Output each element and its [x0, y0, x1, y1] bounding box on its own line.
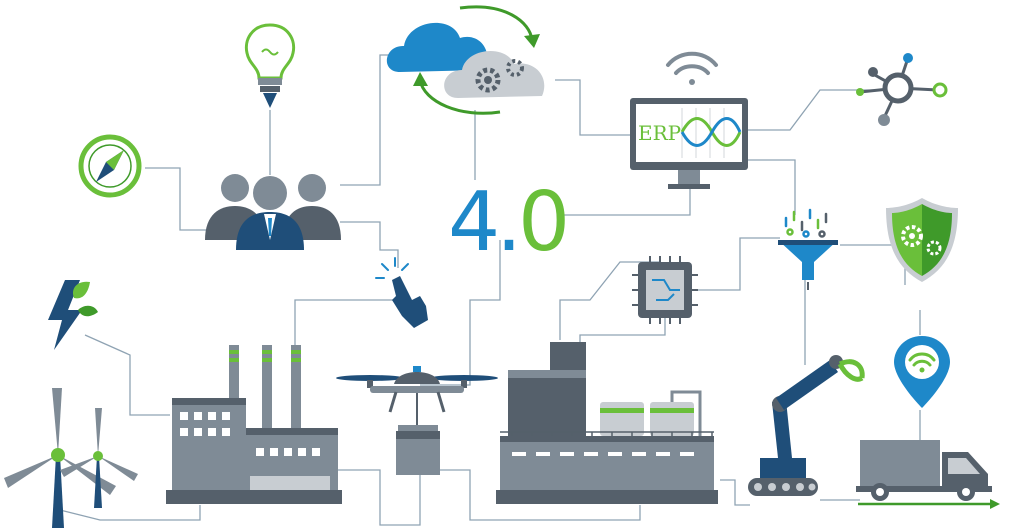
wifi-icon	[666, 51, 718, 85]
erp-label: ERP	[638, 121, 681, 145]
headline-major: 4	[448, 175, 500, 270]
industrial-plant-icon	[496, 342, 718, 504]
location-pin-icon	[894, 336, 950, 408]
connector-lines	[59, 54, 921, 526]
energy-leaf-icon	[48, 280, 98, 350]
headline-dot: .	[496, 175, 522, 270]
factory-icon	[166, 345, 342, 504]
robot-arm-icon	[748, 355, 865, 496]
security-shield-icon	[886, 198, 958, 282]
headline-minor: 0	[518, 175, 570, 270]
lightbulb-icon	[244, 23, 296, 108]
network-hub-icon	[856, 53, 948, 126]
touch-hand-icon	[375, 257, 428, 328]
erp-monitor-icon: ERP	[630, 98, 748, 189]
microchip-icon	[632, 256, 698, 324]
cloud-sync-icon	[386, 5, 545, 115]
drone-icon	[336, 366, 498, 475]
compass-icon	[78, 134, 142, 198]
business-people-icon	[205, 174, 341, 250]
wind-turbine-icon	[4, 388, 138, 528]
delivery-truck-icon	[856, 440, 1000, 509]
data-funnel-icon	[778, 208, 838, 290]
industry-4-0-headline: 4 . 0	[448, 175, 570, 270]
